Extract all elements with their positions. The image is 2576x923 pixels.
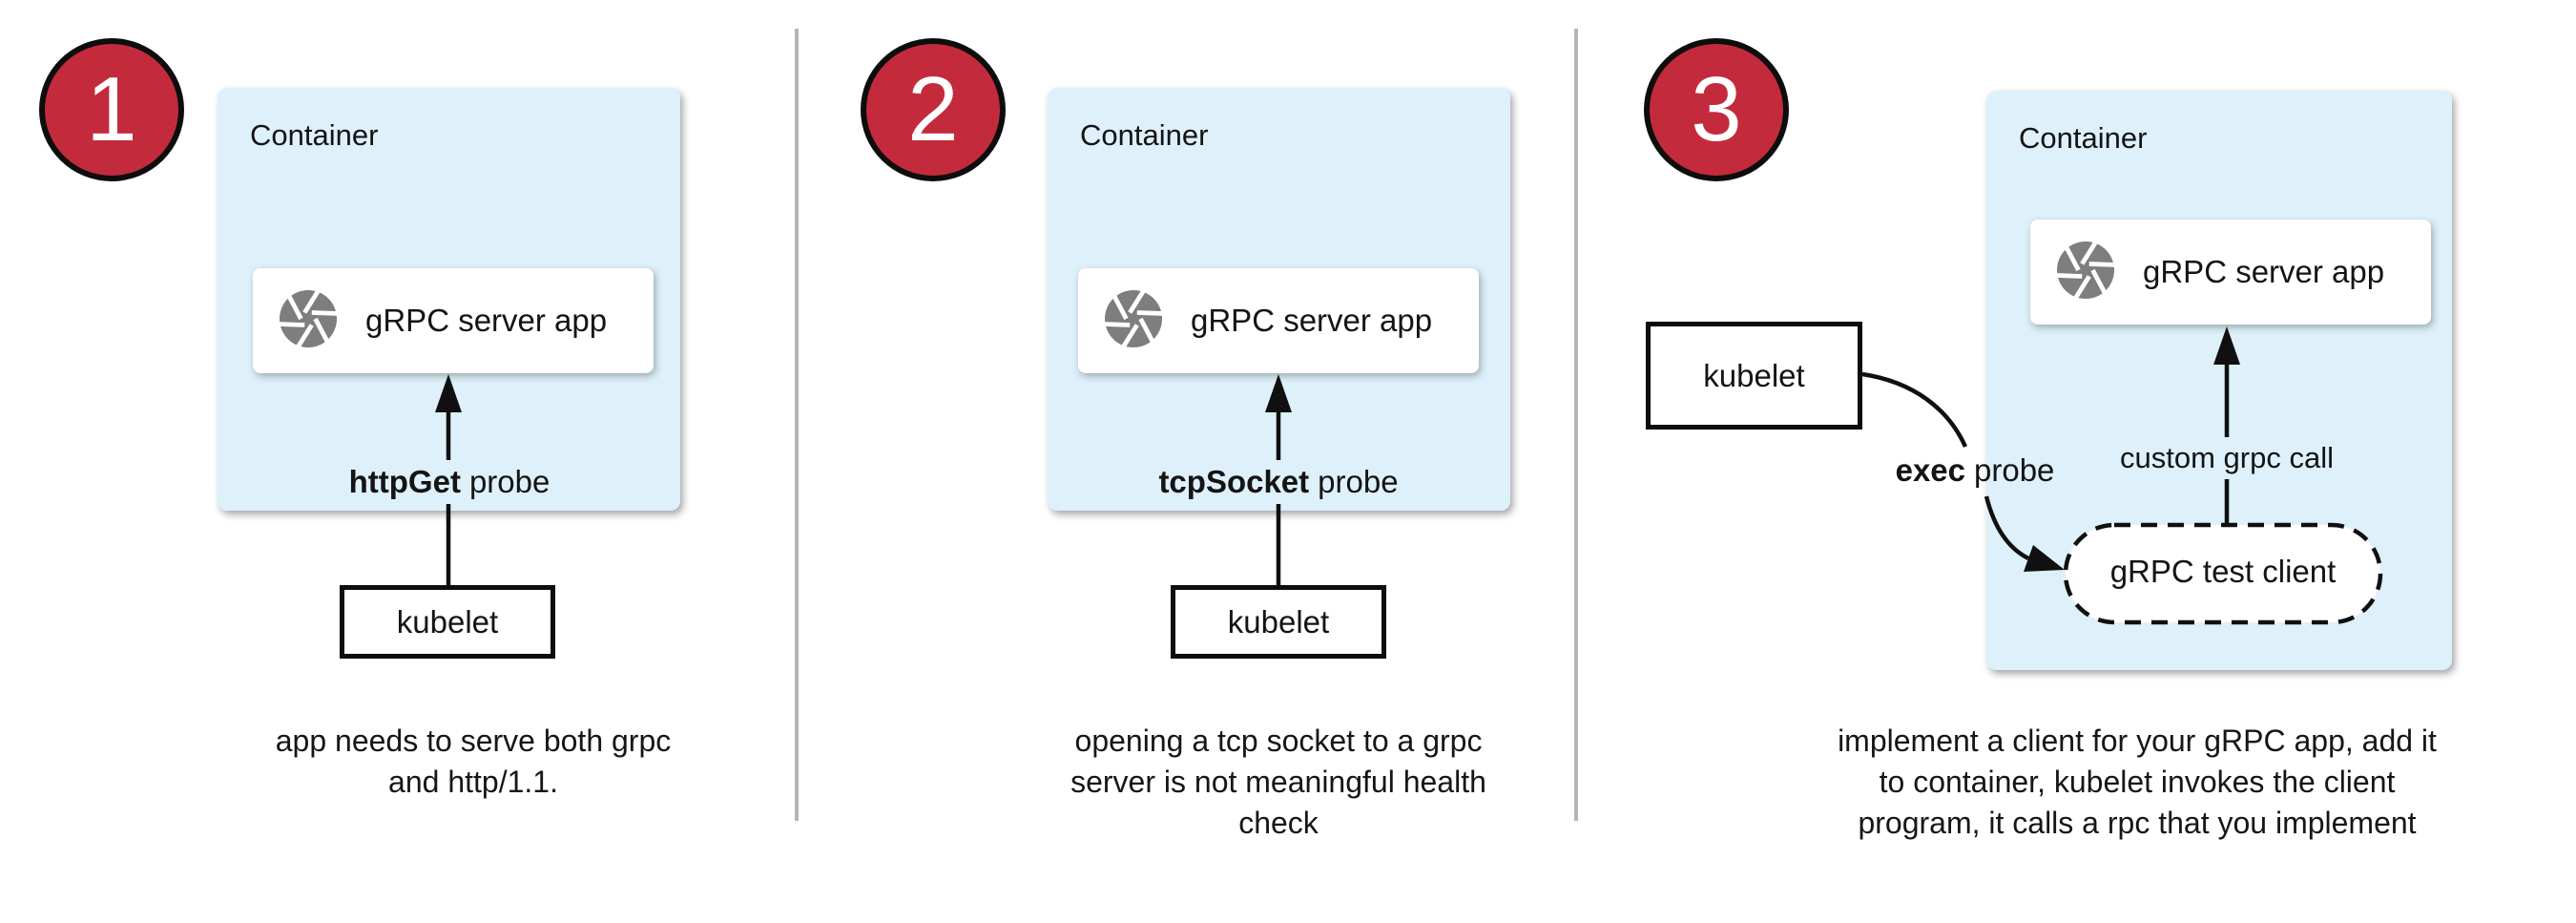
aperture-shutter-icon xyxy=(274,284,343,358)
probe-word-1: probe xyxy=(468,464,551,499)
probe-kind-2: tcpSocket xyxy=(1158,464,1310,499)
custom-call-arrowhead xyxy=(2213,326,2240,365)
caption-3-line2: to container, kubelet invokes the client xyxy=(1879,765,2396,799)
step-2-badge: 2 xyxy=(861,38,1006,181)
probe-kind-1: httpGet xyxy=(348,464,461,499)
probe-kind-3: exec xyxy=(1895,452,1966,488)
caption-2-line2: server is not meaningful health xyxy=(1070,765,1486,799)
grpc-server-app-box-3: gRPC server app xyxy=(2030,220,2431,325)
step-3-number: 3 xyxy=(1691,58,1742,160)
caption-1: app needs to serve both grpc and http/1.… xyxy=(111,721,836,803)
grpc-server-app-box-2: gRPC server app xyxy=(1078,268,1479,373)
kubelet-label-3: kubelet xyxy=(1703,357,1805,393)
caption-3: implement a client for your gRPC app, ad… xyxy=(1775,721,2500,844)
probe-arrowhead-1 xyxy=(435,374,462,412)
probe-arrowhead-2 xyxy=(1265,374,1292,412)
grpc-test-client-text: gRPC test client xyxy=(2109,554,2337,589)
grpc-server-app-label-3: gRPC server app xyxy=(2143,254,2385,289)
kubelet-box-1: kubelet xyxy=(340,585,555,659)
panel-divider-1 xyxy=(795,29,799,821)
step-1-badge: 1 xyxy=(39,38,184,181)
grpc-server-app-label-1: gRPC server app xyxy=(365,303,608,338)
custom-grpc-call-text: custom grpc call xyxy=(2120,441,2334,474)
step-3-badge: 3 xyxy=(1644,38,1789,181)
caption-3-line1: implement a client for your gRPC app, ad… xyxy=(1838,724,2437,758)
caption-2: opening a tcp socket to a grpc server is… xyxy=(916,721,1641,844)
container-label-3: Container xyxy=(2019,121,2148,155)
caption-1-line1: app needs to serve both grpc xyxy=(275,724,672,758)
grpc-server-app-label-2: gRPC server app xyxy=(1191,303,1433,338)
exec-probe-curve-lower xyxy=(1984,495,2030,561)
container-label-1: Container xyxy=(250,118,379,152)
probe-word-3: probe xyxy=(1974,452,2055,488)
kubelet-box-3: kubelet xyxy=(1646,322,1862,430)
caption-2-line1: opening a tcp socket to a grpc xyxy=(1074,724,1483,758)
container-label-2: Container xyxy=(1080,118,1209,152)
grpc-test-client-label: gRPC test client xyxy=(2110,554,2337,590)
caption-1-line2: and http/1.1. xyxy=(388,765,558,799)
panel-divider-2 xyxy=(1574,29,1578,821)
probe-word-2: probe xyxy=(1318,464,1399,499)
step-2-number: 2 xyxy=(907,58,959,160)
kubelet-label-2: kubelet xyxy=(1227,603,1330,640)
custom-grpc-call-label: custom grpc call xyxy=(2109,437,2345,479)
caption-2-line3: check xyxy=(1238,806,1319,840)
exec-probe-curve-upper xyxy=(1861,371,1968,448)
grpc-test-client-capsule xyxy=(2063,522,2383,625)
aperture-shutter-icon xyxy=(2051,236,2120,309)
aperture-shutter-icon xyxy=(1099,284,1168,358)
exec-probe-arrowhead xyxy=(2024,545,2065,572)
kubelet-box-2: kubelet xyxy=(1171,585,1386,659)
grpc-server-app-box-1: gRPC server app xyxy=(253,268,654,373)
caption-3-line3: program, it calls a rpc that you impleme… xyxy=(1858,806,2417,840)
kubelet-label-1: kubelet xyxy=(396,603,499,640)
step-1-number: 1 xyxy=(86,58,137,160)
